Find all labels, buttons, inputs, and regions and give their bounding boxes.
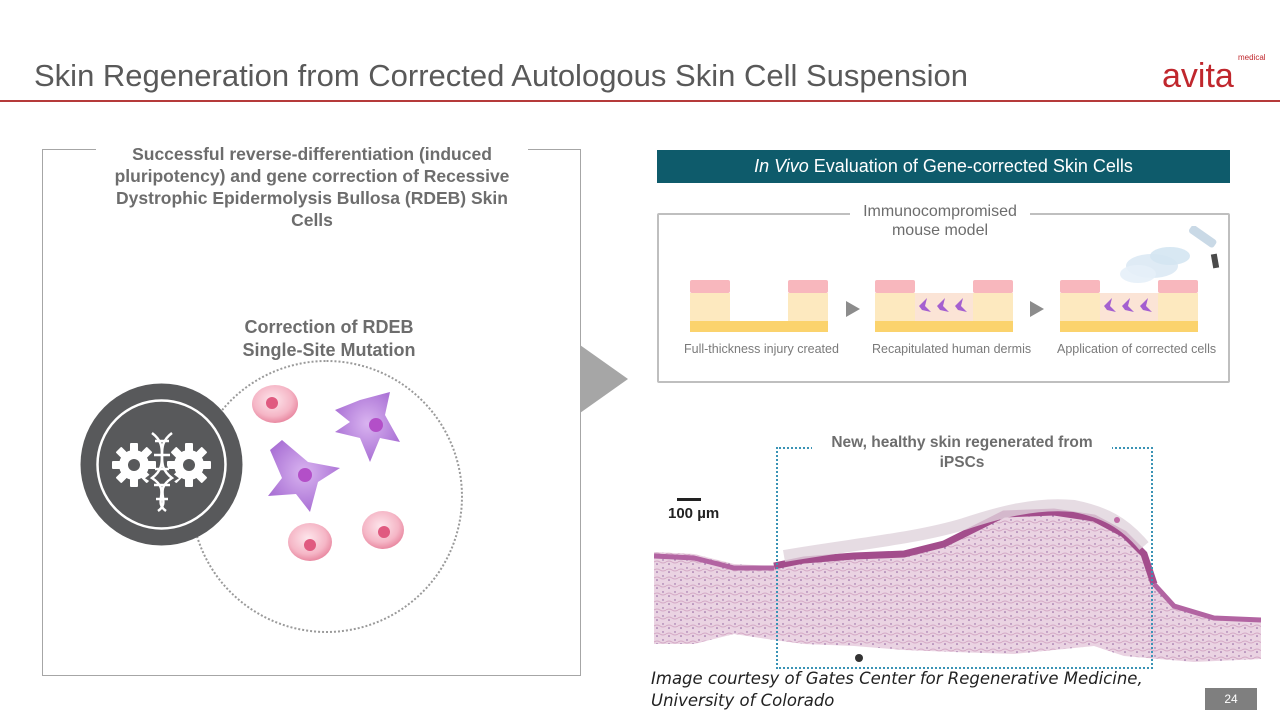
stellate-cell	[335, 392, 400, 462]
image-credit: Image courtesy of Gates Center for Regen…	[651, 669, 1143, 710]
cells-illustration	[252, 385, 404, 561]
step-arrow-icon	[846, 301, 860, 317]
scale-bar-label: 100 µm	[668, 505, 720, 522]
in-vivo-banner: In Vivo Evaluation of Gene-corrected Ski…	[657, 150, 1230, 183]
title-rule	[0, 100, 1280, 102]
logo-wordmark: avita	[1162, 57, 1234, 92]
round-cell	[288, 523, 332, 561]
step-application-diagram	[1060, 226, 1220, 332]
logo-subtext: medical	[1238, 53, 1266, 62]
step-label-injury: Full-thickness injury created	[684, 342, 839, 356]
page-number: 24	[1205, 688, 1257, 710]
mouse-model-heading: Immunocompromised mouse model	[850, 202, 1030, 240]
mouse-model-heading-line2: mouse model	[891, 222, 989, 239]
step-dermis-diagram	[875, 280, 1013, 332]
region-of-interest-box	[776, 447, 1153, 669]
scale-bar	[677, 498, 701, 501]
correction-heading-line1: Correction of RDEB	[244, 317, 414, 337]
left-panel-top-border-left	[42, 149, 96, 150]
step-label-dermis: Recapitulated human dermis	[872, 342, 1032, 356]
histology-image	[654, 499, 1261, 662]
big-arrow-icon	[580, 345, 628, 413]
slide-title: Skin Regeneration from Corrected Autolog…	[34, 58, 968, 93]
correction-heading: Correction of RDEB Single-Site Mutation	[200, 316, 458, 362]
histology-caption: New, healthy skin regenerated from iPSCs	[812, 433, 1112, 473]
left-panel-heading: Successful reverse-differentiation (indu…	[114, 144, 510, 230]
round-cell	[362, 511, 404, 549]
round-cell	[252, 385, 298, 423]
avita-medical-logo: avita medical	[1162, 53, 1266, 92]
mouse-model-heading-line1: Immunocompromised	[863, 203, 1017, 220]
spray-icon	[1120, 226, 1220, 283]
banner-italic: In Vivo	[754, 156, 809, 176]
stellate-cell	[268, 440, 340, 512]
correction-heading-line2: Single-Site Mutation	[242, 340, 416, 360]
left-panel-top-border-right	[528, 149, 581, 150]
step-injury-diagram	[690, 280, 828, 332]
step-label-application: Application of corrected cells	[1057, 342, 1217, 356]
gear-dna-icon	[80, 383, 243, 546]
step-arrow-icon	[1030, 301, 1044, 317]
banner-text: Evaluation of Gene-corrected Skin Cells	[808, 156, 1133, 176]
